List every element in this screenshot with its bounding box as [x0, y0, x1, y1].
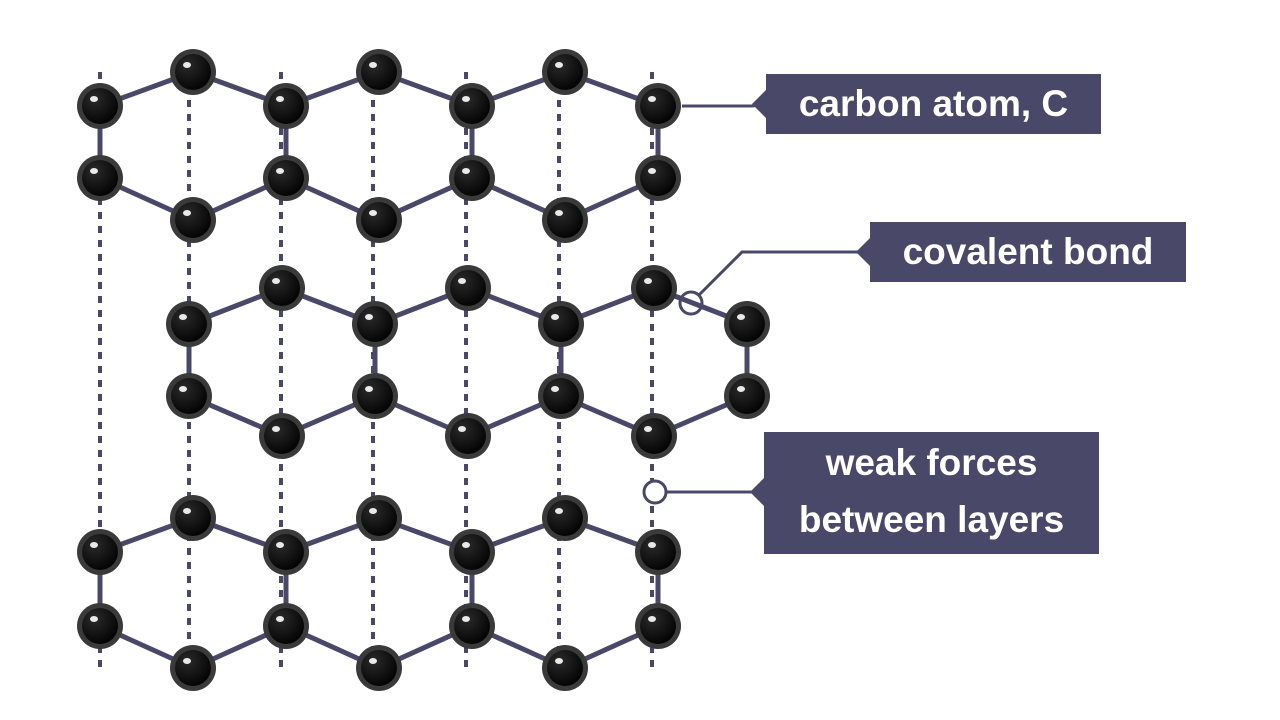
atom-highlight: [369, 658, 377, 664]
carbon-atom: [547, 54, 583, 90]
carbon-atom: [547, 500, 583, 536]
atom-highlight: [458, 278, 466, 284]
carbon-atom: [543, 306, 579, 342]
carbon-atom: [268, 534, 304, 570]
atom-highlight: [90, 616, 98, 622]
carbon-atom: [543, 378, 579, 414]
atom-highlight: [462, 542, 470, 548]
carbon-atom-pointer: [752, 90, 766, 118]
atom-highlight: [276, 168, 284, 174]
carbon-atom: [454, 88, 490, 124]
atom-highlight: [183, 508, 191, 514]
atom-highlight: [737, 386, 745, 392]
atom-highlight: [458, 426, 466, 432]
atom-highlight: [551, 314, 559, 320]
covalent-bond-marker: [678, 290, 704, 316]
carbon-atom: [268, 88, 304, 124]
carbon-atom: [264, 270, 300, 306]
atom-highlight: [365, 386, 373, 392]
carbon-atom: [171, 306, 207, 342]
atom-highlight: [644, 426, 652, 432]
atom-highlight: [276, 542, 284, 548]
carbon-atom: [175, 650, 211, 686]
carbon-atom: [175, 202, 211, 238]
atom-highlight: [369, 62, 377, 68]
carbon-atom: [171, 378, 207, 414]
covalent-bond-label: covalent bond: [870, 222, 1186, 282]
atom-highlight: [555, 210, 563, 216]
weak-forces-marker: [642, 479, 668, 505]
carbon-atom: [640, 534, 676, 570]
atom-highlight: [276, 616, 284, 622]
carbon-atom: [454, 160, 490, 196]
carbon-atom: [361, 54, 397, 90]
carbon-atom: [454, 534, 490, 570]
covalent-bond-pointer: [856, 238, 870, 266]
carbon-atom: [357, 378, 393, 414]
carbon-atom: [547, 650, 583, 686]
carbon-atom: [361, 500, 397, 536]
label-leader-lines: [642, 90, 870, 506]
atom-highlight: [179, 314, 187, 320]
carbon-atom: [268, 608, 304, 644]
carbon-atom: [268, 160, 304, 196]
carbon-atom: [82, 608, 118, 644]
carbon-atom: [640, 88, 676, 124]
carbon-atom: [361, 202, 397, 238]
weak-forces-pointer: [750, 478, 764, 506]
atom-highlight: [272, 426, 280, 432]
atom-highlight: [555, 62, 563, 68]
atom-highlight: [648, 168, 656, 174]
atom-highlight: [90, 168, 98, 174]
carbon-atom: [636, 418, 672, 454]
atom-highlight: [648, 616, 656, 622]
atom-highlight: [462, 616, 470, 622]
atom-highlight: [90, 542, 98, 548]
atom-highlight: [272, 278, 280, 284]
atom-highlight: [462, 96, 470, 102]
atom-highlight: [276, 96, 284, 102]
atom-highlight: [555, 658, 563, 664]
carbon-atom: [640, 160, 676, 196]
atom-highlight: [462, 168, 470, 174]
atom-highlight: [90, 96, 98, 102]
atom-highlight: [644, 278, 652, 284]
carbon-atoms: [77, 49, 770, 691]
carbon-atom: [361, 650, 397, 686]
carbon-atom: [82, 160, 118, 196]
carbon-atom: [640, 608, 676, 644]
atom-highlight: [737, 314, 745, 320]
carbon-atom: [175, 54, 211, 90]
atom-highlight: [183, 658, 191, 664]
atom-highlight: [369, 508, 377, 514]
carbon-atom: [264, 418, 300, 454]
atom-highlight: [555, 508, 563, 514]
carbon-atom: [729, 378, 765, 414]
atom-highlight: [369, 210, 377, 216]
atom-highlight: [648, 96, 656, 102]
atom-highlight: [179, 386, 187, 392]
carbon-atom: [175, 500, 211, 536]
covalent-bond-leader: [697, 250, 858, 297]
weak-forces-label: weak forces between layers: [764, 432, 1099, 554]
carbon-atom: [82, 88, 118, 124]
carbon-atom: [450, 418, 486, 454]
carbon-atom: [547, 202, 583, 238]
carbon-atom: [450, 270, 486, 306]
atom-highlight: [183, 62, 191, 68]
carbon-atom: [454, 608, 490, 644]
atom-highlight: [551, 386, 559, 392]
carbon-atom: [82, 534, 118, 570]
atom-highlight: [648, 542, 656, 548]
carbon-atom: [357, 306, 393, 342]
carbon-atom-label: carbon atom, C: [766, 74, 1101, 134]
carbon-atom: [636, 270, 672, 306]
atom-highlight: [183, 210, 191, 216]
carbon-atom: [729, 306, 765, 342]
atom-highlight: [365, 314, 373, 320]
